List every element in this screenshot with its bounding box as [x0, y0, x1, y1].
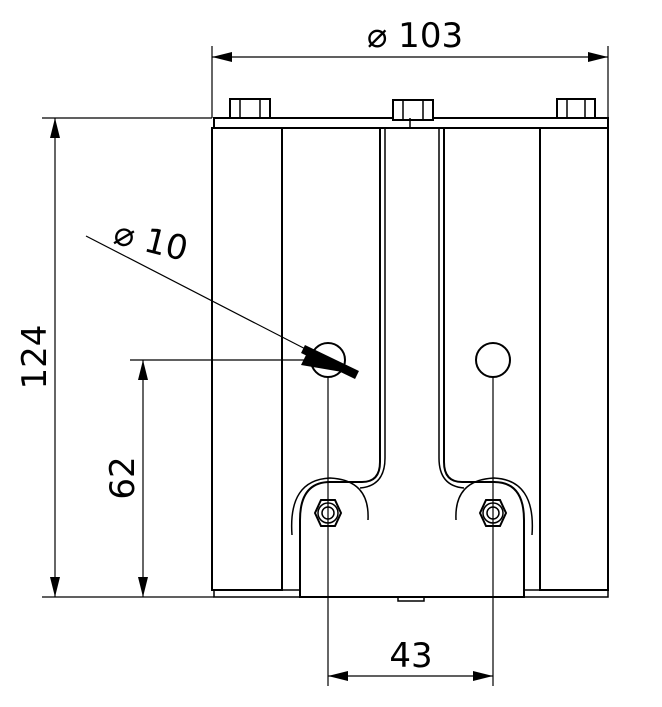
hole-height-label: 62 [103, 456, 143, 499]
overall-diameter-label: ⌀ 103 [367, 16, 463, 56]
height-label: 124 [15, 325, 55, 390]
hole-spacing-label: 43 [389, 636, 432, 676]
right-roller [519, 127, 609, 598]
hole-diameter-label: ⌀ 10 [110, 213, 192, 270]
assembly-outline [211, 98, 609, 602]
bolt-left [229, 98, 271, 119]
dimension-overall-diameter: ⌀ 103 [211, 16, 609, 118]
bolt-right [556, 98, 596, 119]
center-bracket [299, 127, 525, 598]
dimension-hole-height: 62 [103, 359, 311, 597]
dimension-height: 124 [15, 117, 214, 598]
hole-right [475, 342, 511, 378]
left-roller [211, 127, 303, 598]
bolt-center [392, 99, 434, 121]
dimension-hole-spacing: 43 [327, 377, 494, 686]
